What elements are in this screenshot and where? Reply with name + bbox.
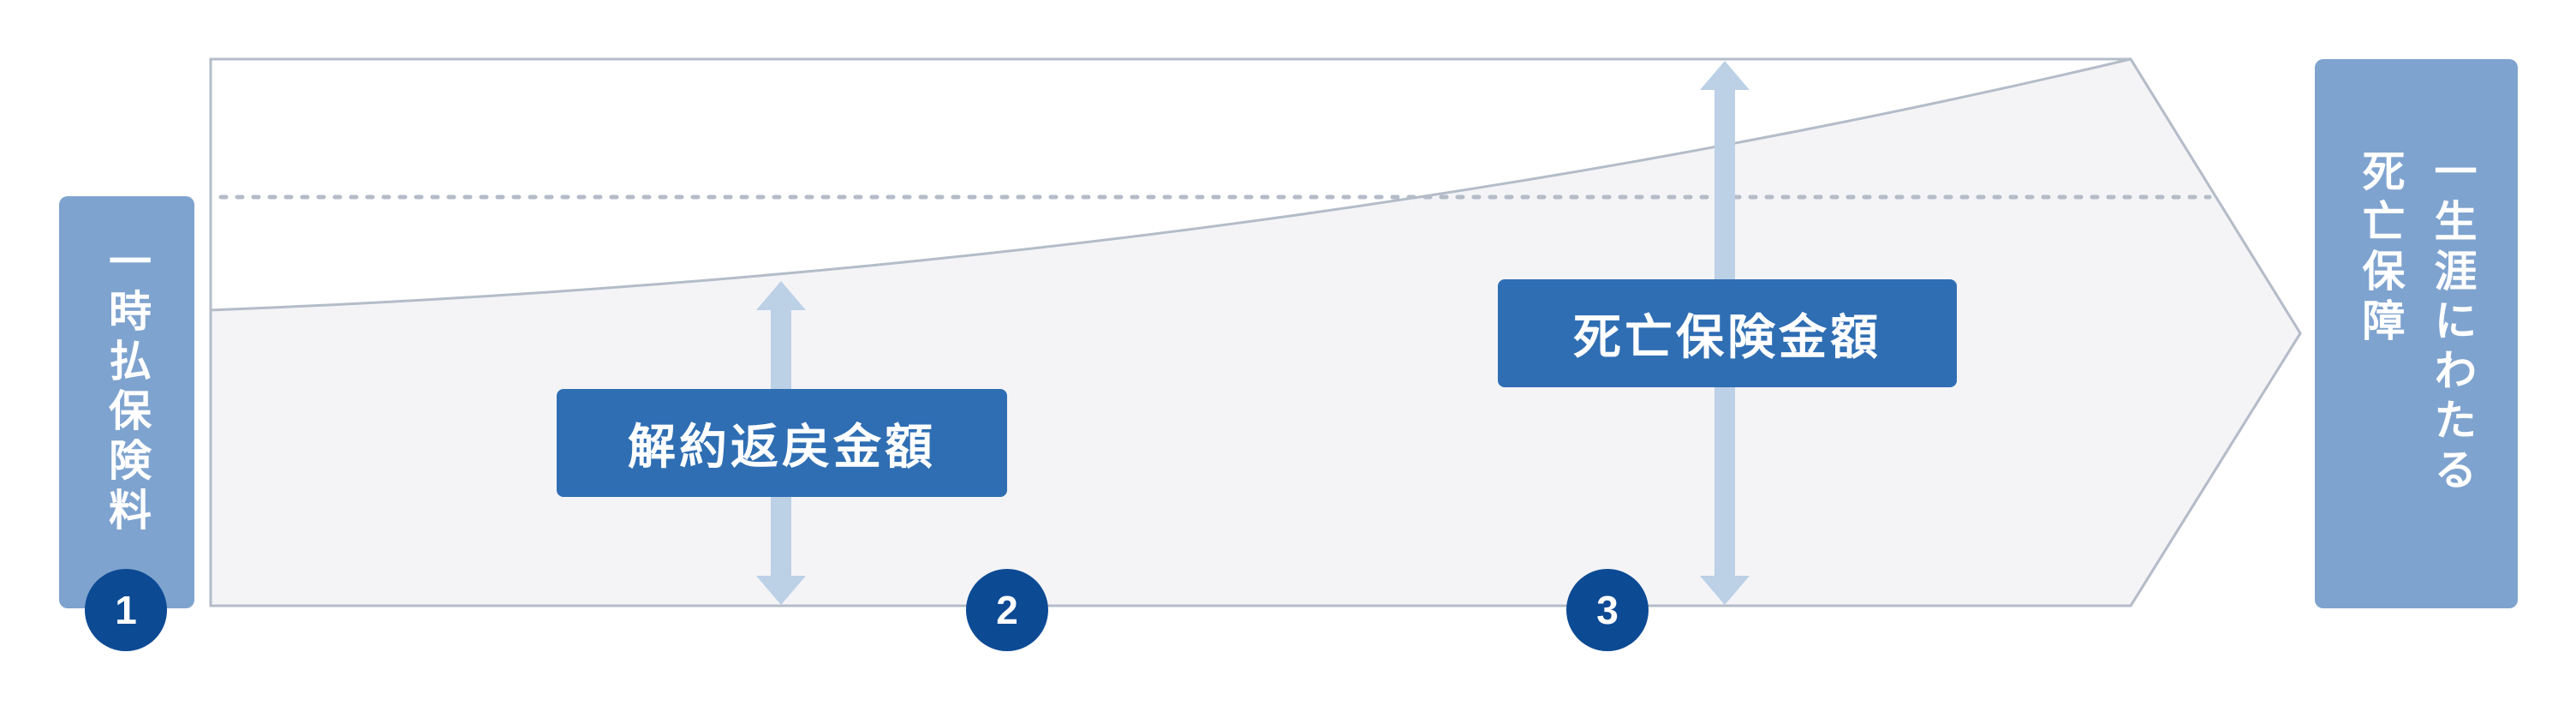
step-badge-2: 2 — [966, 569, 1048, 651]
outline-edges — [209, 57, 2302, 607]
lump-sum-premium-label: 一時払保険料 — [102, 239, 152, 537]
death-benefit-label: 死亡保険金額 — [1498, 279, 1957, 387]
step-badge-1: 1 — [85, 569, 167, 651]
lifetime-coverage-label: 一生涯にわたる 死亡保障 — [2355, 149, 2478, 497]
surrender-value-curve — [210, 57, 2132, 312]
lifetime-coverage-box: 一生涯にわたる 死亡保障 — [2315, 59, 2518, 608]
lump-sum-premium-box: 一時払保険料 — [59, 196, 194, 608]
surrender-value-label: 解約返戻金額 — [557, 389, 1007, 497]
step-badge-3: 3 — [1566, 569, 1649, 651]
